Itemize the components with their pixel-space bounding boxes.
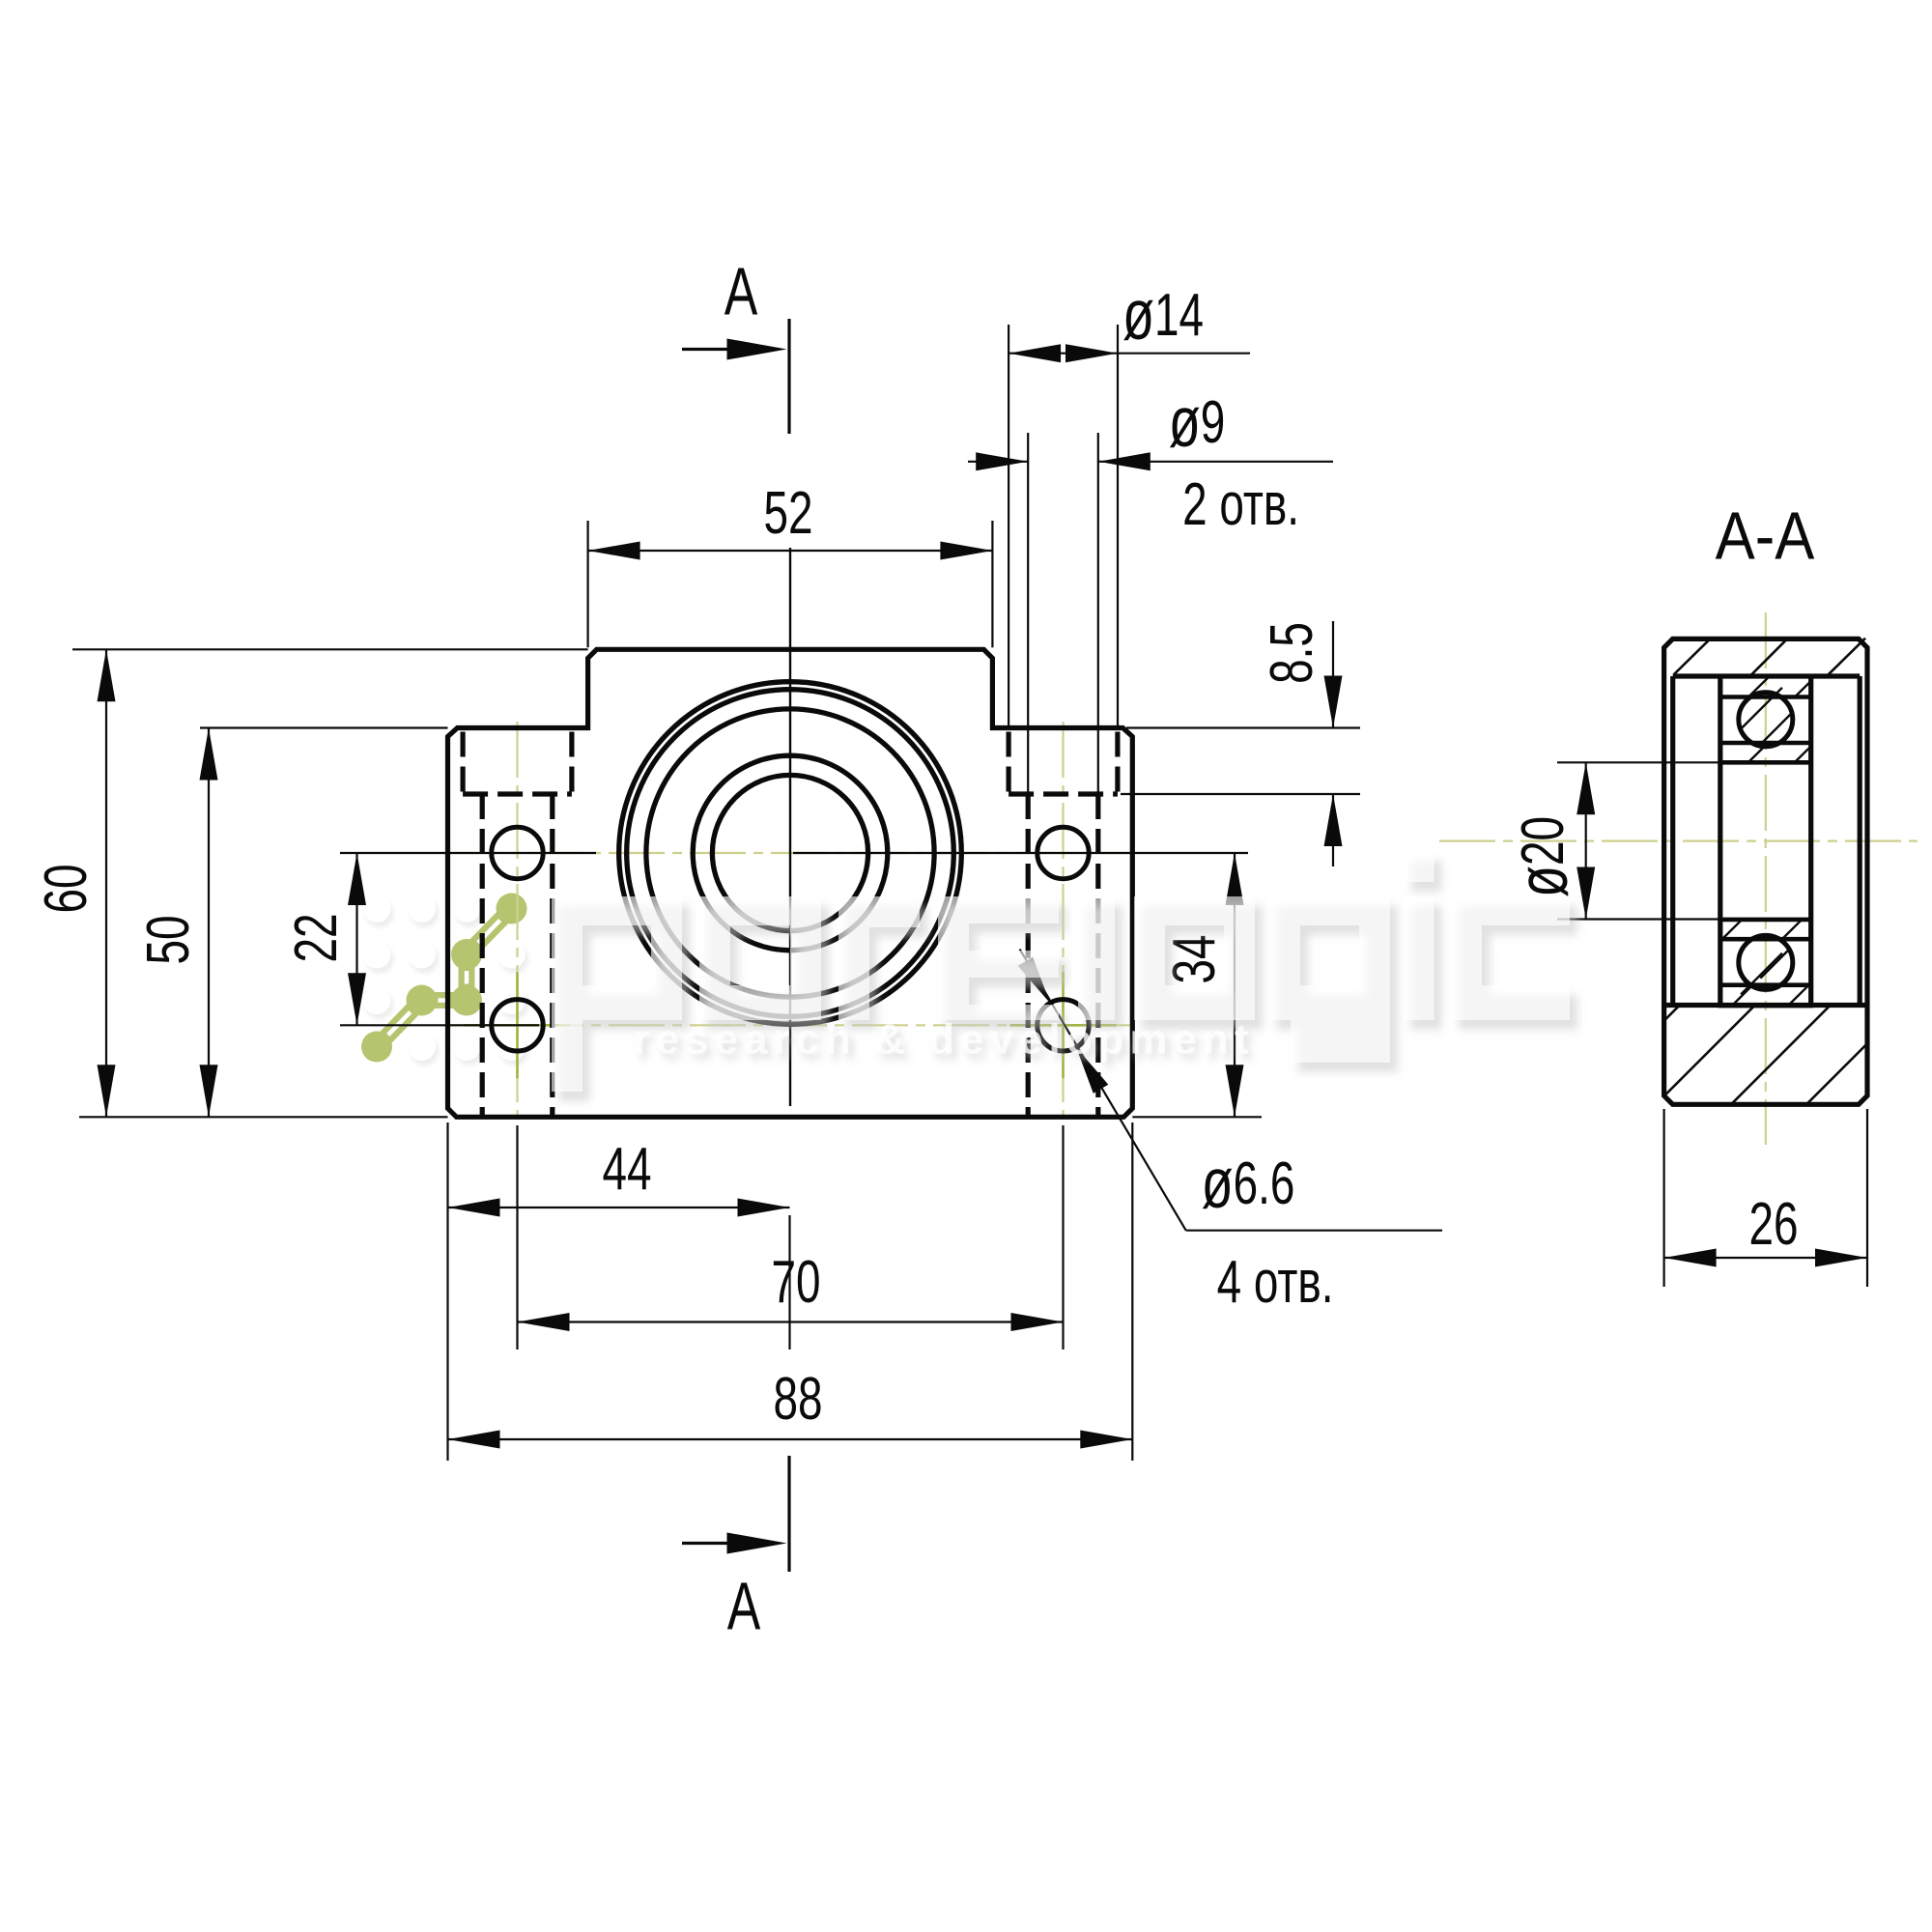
svg-text:A: A [724, 254, 758, 329]
svg-text:ø6.6: ø6.6 [1202, 1144, 1295, 1223]
svg-text:4 отв.: 4 отв. [1217, 1248, 1334, 1315]
svg-text:ø9: ø9 [1169, 383, 1226, 462]
svg-text:A: A [727, 1569, 761, 1644]
svg-text:52: 52 [763, 479, 812, 546]
svg-text:research & development: research & development [633, 1016, 1254, 1064]
svg-text:34: 34 [1160, 934, 1227, 983]
svg-text:ø20: ø20 [1503, 816, 1582, 897]
svg-text:8.5: 8.5 [1258, 622, 1324, 684]
svg-text:44: 44 [602, 1135, 651, 1202]
svg-text:22: 22 [282, 913, 349, 962]
svg-text:70: 70 [771, 1248, 820, 1315]
svg-text:A-A: A-A [1716, 497, 1815, 574]
svg-text:50: 50 [134, 915, 201, 964]
svg-text:88: 88 [773, 1365, 822, 1432]
svg-text:2 отв.: 2 отв. [1182, 470, 1299, 537]
svg-text:ø14: ø14 [1122, 275, 1204, 355]
svg-text:26: 26 [1748, 1190, 1798, 1257]
svg-text:60: 60 [32, 864, 99, 913]
